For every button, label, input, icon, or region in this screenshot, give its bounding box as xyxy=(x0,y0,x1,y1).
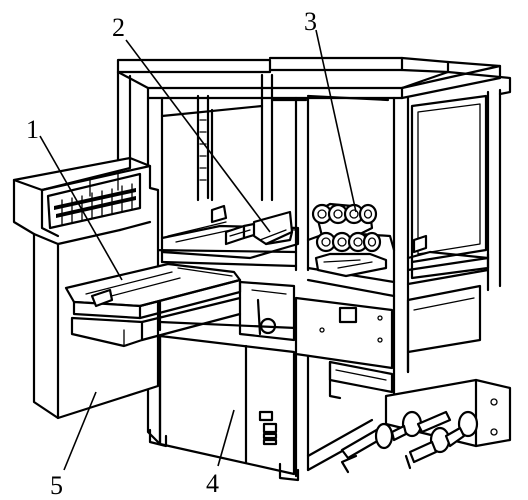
leader-1 xyxy=(39,135,123,281)
cabinet-indicators xyxy=(258,410,278,446)
leader-3 xyxy=(315,29,357,213)
leader-2 xyxy=(125,39,271,233)
leader-4 xyxy=(217,409,235,467)
callout-5: 5 xyxy=(50,471,63,500)
callout-3: 3 xyxy=(304,7,317,36)
right-block xyxy=(412,234,428,254)
feed-conveyor xyxy=(64,262,242,348)
callout-2: 2 xyxy=(112,13,125,42)
callout-labels: 1 2 3 4 5 xyxy=(26,7,317,500)
callout-4: 4 xyxy=(206,469,219,498)
leader-lines xyxy=(39,29,357,471)
manipulator-gripper xyxy=(210,204,294,246)
lower-frame xyxy=(146,263,512,482)
callout-1: 1 xyxy=(26,115,39,144)
leader-5 xyxy=(63,391,97,471)
roller-assembly xyxy=(311,202,388,278)
handwheel-shafts xyxy=(340,410,479,474)
machine-frame xyxy=(116,56,512,382)
